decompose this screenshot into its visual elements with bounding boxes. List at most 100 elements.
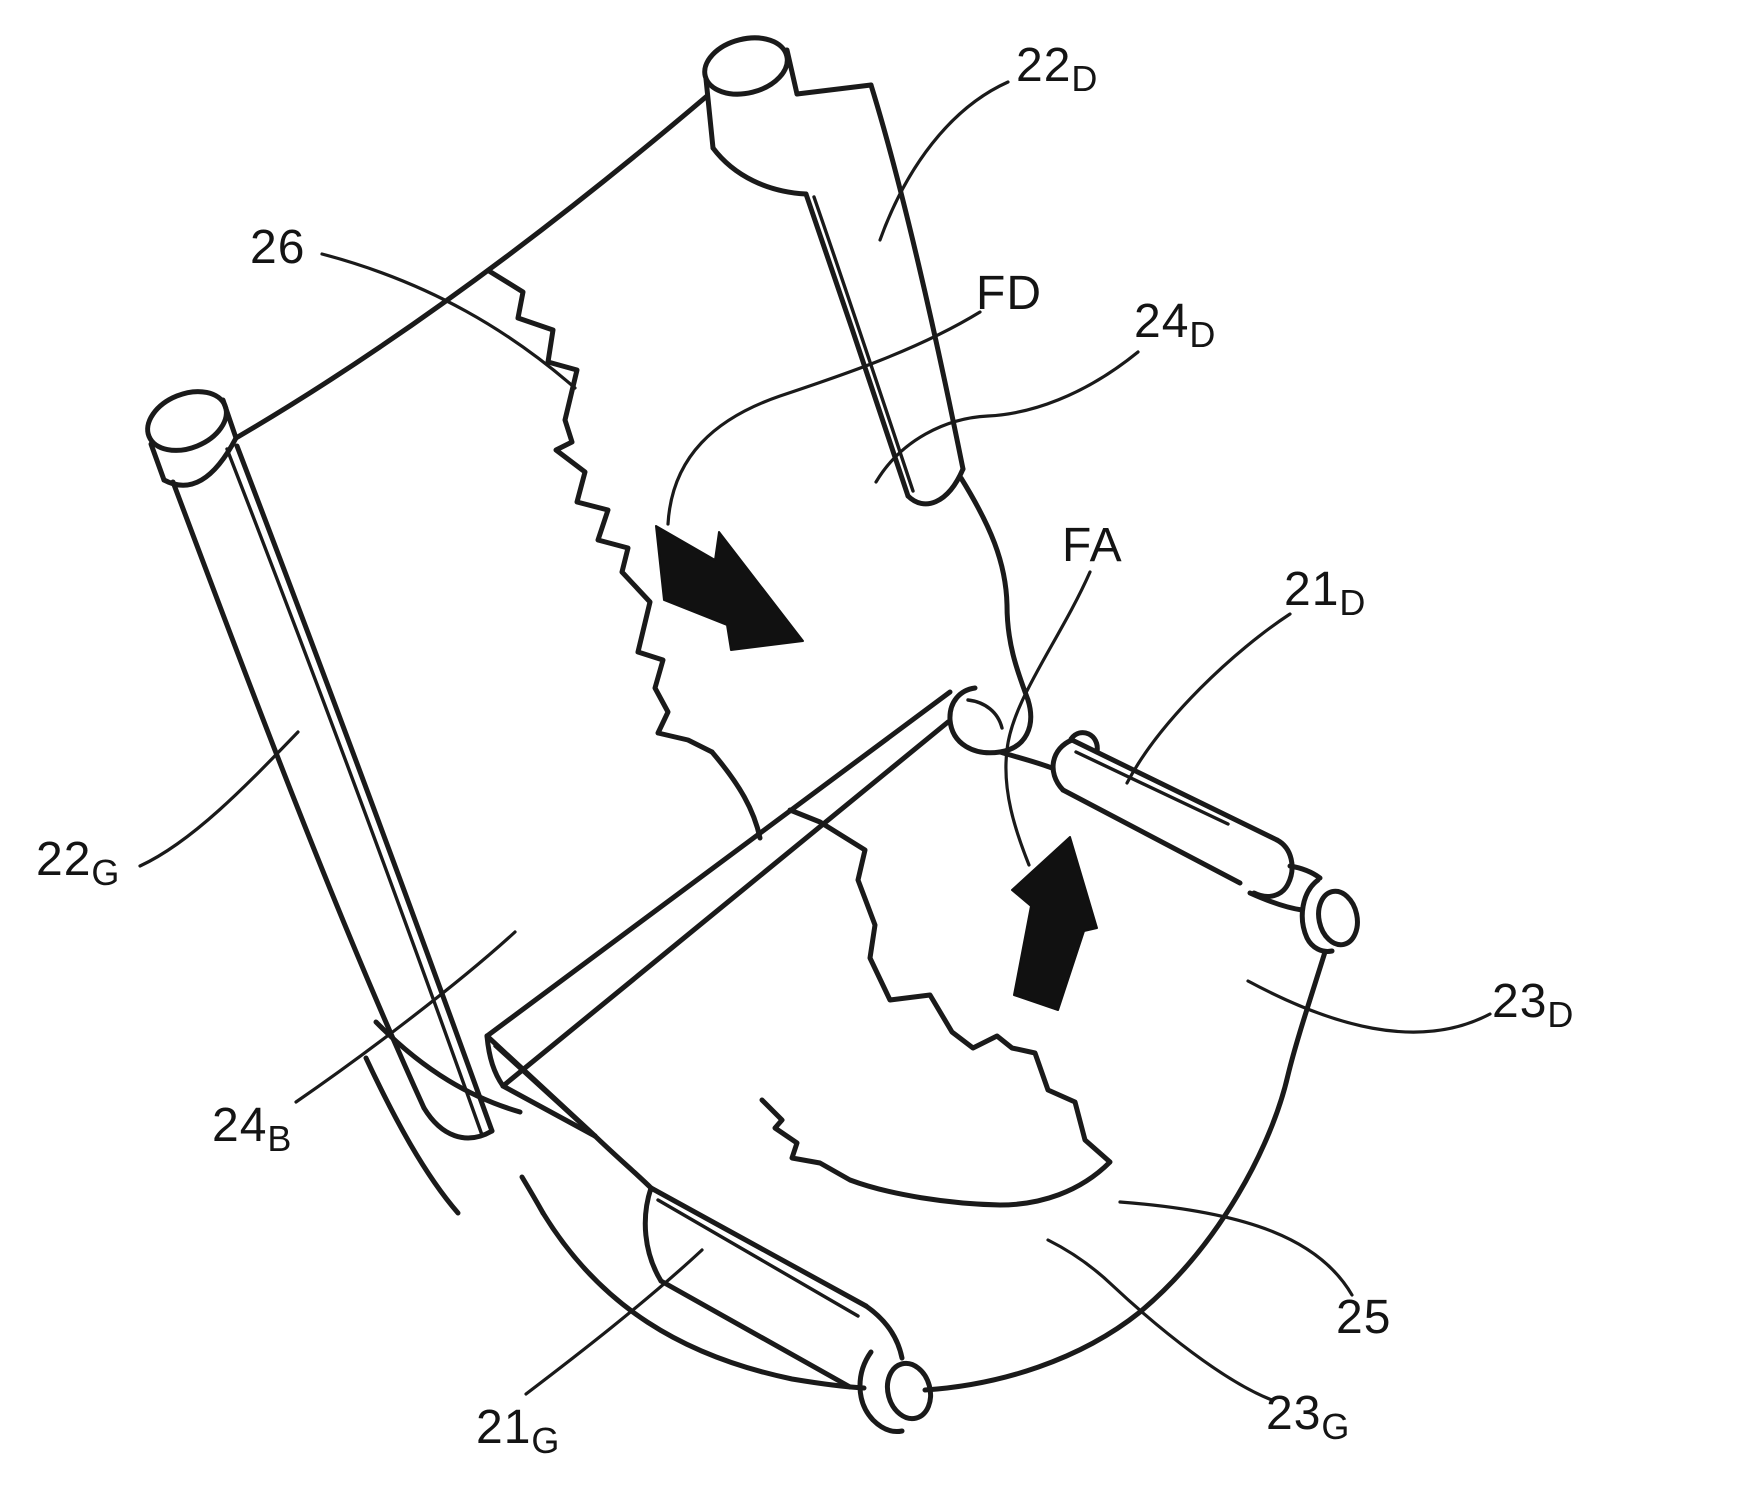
label-23G: 23G [1266, 1386, 1350, 1445]
rail-22g-bottom-arc [421, 1105, 495, 1141]
roller-21d-end-cap [1316, 888, 1360, 948]
sheet-wrap-over-21d [1068, 730, 1100, 755]
label-21G: 21G [476, 1400, 560, 1459]
roller-21g-end-cylinder [857, 1349, 905, 1434]
film-24-wrap-curve-a [373, 1019, 523, 1115]
roller-22g-cap-side-right [220, 397, 239, 441]
label-25-number: 25 [1336, 1291, 1392, 1344]
leader-lines [138, 80, 1492, 1402]
lower-sheet-assembly [484, 689, 1360, 1434]
corner-flap-inner-line [493, 1044, 587, 1130]
label-23G-number: 23 [1266, 1387, 1322, 1440]
label-22D-subscript: D [1071, 58, 1099, 100]
roller-21d-end-cylinder [1299, 877, 1335, 954]
label-24D-subscript: D [1189, 314, 1217, 356]
label-21D-number: 21 [1284, 563, 1340, 616]
rail-22d-bottom-arc [905, 466, 966, 507]
hinge-curl-inner [966, 698, 1004, 730]
rail-22g-left-edge [170, 479, 427, 1111]
hinge-curl-outer [947, 685, 1034, 756]
sheet-26-top-edge [233, 93, 710, 441]
rail-21g-bottom-edge [658, 1278, 853, 1390]
film-24-wrap-curve-b [363, 1055, 461, 1216]
label-22G-number: 22 [36, 833, 92, 886]
rail-21d-cap-connector-top [1287, 863, 1323, 881]
roller-22d-end-cap [702, 35, 790, 97]
leader-fa [1004, 570, 1092, 867]
label-23D-subscript: D [1547, 994, 1575, 1036]
label-22G-subscript: G [91, 852, 121, 894]
direction-arrows [655, 525, 1098, 1011]
arrow-fa-icon [1011, 836, 1098, 1011]
sheet-right-edge-to-hinge [958, 475, 1031, 703]
label-FD: FD [976, 266, 1042, 321]
sheet-wrap-over-22d [710, 145, 809, 197]
rail-22d-highlight-line [812, 195, 915, 493]
leader-21g [524, 1248, 704, 1396]
label-22D: 22D [1016, 38, 1098, 97]
roller-21g-end-cap [884, 1360, 934, 1422]
upper-sheet-assembly [145, 35, 1055, 1216]
leader-22g [138, 730, 300, 868]
label-21G-subscript: G [531, 1420, 561, 1462]
rail-21g-cap-connector [863, 1303, 905, 1361]
label-FD-text: FD [976, 267, 1042, 320]
label-26-number: 26 [250, 221, 306, 274]
rail-21g-highlight-line [656, 1198, 860, 1318]
leader-26 [320, 252, 577, 390]
leader-24b [294, 930, 517, 1104]
label-22G: 22G [36, 832, 120, 891]
leader-23g [1046, 1238, 1274, 1402]
roller-22d-cap-side-left [703, 76, 716, 151]
rail-21d-left-arc [1050, 737, 1075, 793]
lower-sheet-top-edge-outer [484, 689, 953, 1039]
label-24B-number: 24 [212, 1099, 268, 1152]
roller-22g-cap-side-left [148, 441, 167, 483]
rail-21g-top-edge [648, 1185, 869, 1309]
label-21D: 21D [1284, 562, 1366, 621]
leader-fd [666, 310, 982, 526]
leader-23d [1246, 979, 1492, 1034]
leader-25 [1118, 1200, 1354, 1297]
roller-22d-cap-side-right [784, 47, 800, 97]
label-23G-subscript: G [1321, 1406, 1351, 1448]
label-24D-number: 24 [1134, 295, 1190, 348]
rail-22d-right-edge [868, 82, 966, 472]
rail-21d-bottom-edge [1060, 787, 1243, 886]
hinge-to-rail-21d-connector [997, 749, 1055, 771]
sheet-26-torn-edge [486, 268, 715, 755]
label-FA: FA [1062, 518, 1123, 573]
rail-21g-left-arc [642, 1185, 664, 1284]
lower-sheet-bottom-wrap [540, 1210, 867, 1391]
lower-sheet-right-edge [922, 949, 1328, 1393]
arrow-fd-icon [655, 525, 804, 651]
rail-21d-cap-connector-bottom [1247, 890, 1305, 913]
leader-24d [874, 350, 1140, 484]
label-24B: 24B [212, 1098, 292, 1157]
flap-to-rail-21g-connector [592, 1133, 654, 1191]
rail-22g-highlight-line [225, 447, 484, 1137]
label-22D-number: 22 [1016, 39, 1072, 92]
label-24D: 24D [1134, 294, 1216, 353]
rail-21d-top-edge [1069, 737, 1280, 843]
label-23D: 23D [1492, 974, 1574, 1033]
corner-flap-bottom-edge [500, 1083, 598, 1139]
label-26: 26 [250, 220, 305, 275]
label-21G-number: 21 [476, 1401, 532, 1454]
flap-lower-connector [519, 1174, 546, 1216]
label-21D-subscript: D [1339, 582, 1367, 624]
leader-22d [878, 80, 1010, 242]
sheet-26-torn-edge-tail [709, 749, 763, 841]
corner-flap-left-arc [484, 1033, 506, 1089]
label-24B-subscript: B [267, 1118, 293, 1160]
rail-21d-right-curl [1251, 837, 1295, 899]
leader-21d [1125, 612, 1292, 785]
label-25: 25 [1336, 1290, 1391, 1345]
rail-22d-top-edge [794, 82, 874, 97]
label-23D-number: 23 [1492, 975, 1548, 1028]
rail-21d-highlight-line [1074, 750, 1230, 826]
label-FA-text: FA [1062, 519, 1123, 572]
rail-22d-left-edge [803, 191, 911, 499]
